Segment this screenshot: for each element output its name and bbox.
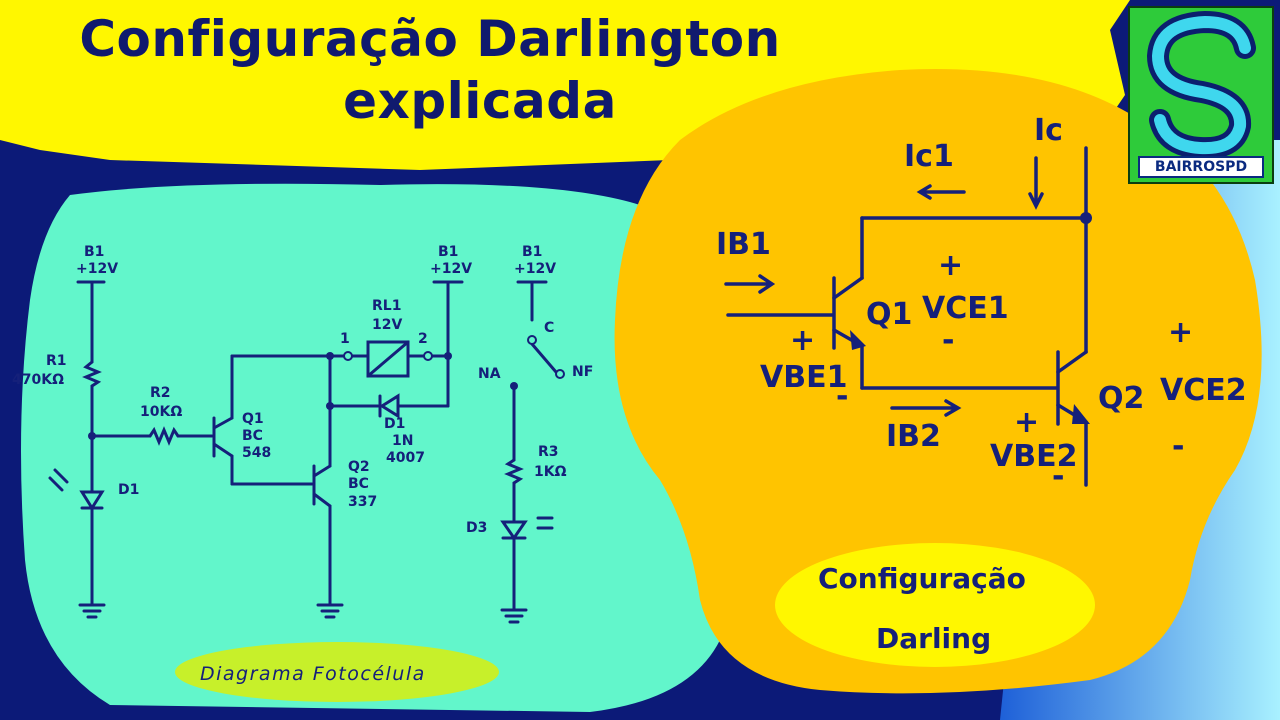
left-panel xyxy=(21,183,725,712)
title-line-1: Configuração Darlington xyxy=(79,10,781,68)
caption-darlington-line1: Configuração xyxy=(818,562,1026,595)
label-vbe1: VBE1 xyxy=(760,360,847,395)
label-vce2-plus: + xyxy=(1168,315,1193,350)
label-vce1-plus: + xyxy=(938,248,963,283)
left-caption-pill xyxy=(175,642,499,702)
ground-q2 xyxy=(316,603,344,619)
label-vbe2: VBE2 xyxy=(990,439,1077,474)
contact-na xyxy=(510,382,518,390)
label-d1-photodiode: D1 xyxy=(118,482,139,498)
label-vbe1-plus: + xyxy=(790,323,815,358)
relay-rl1 xyxy=(366,340,410,378)
collector-node xyxy=(1080,212,1092,224)
logo-text: BAIRROSPD xyxy=(1138,156,1264,178)
label-q2-type: BC xyxy=(348,476,369,492)
label-contact-na: NA xyxy=(478,366,501,382)
label-vbe2-minus: - xyxy=(1052,459,1064,494)
label-q2-number: 337 xyxy=(348,494,377,510)
label-v-mid: +12V xyxy=(430,261,472,277)
label-d3: D3 xyxy=(466,520,487,536)
q2-collector xyxy=(312,464,332,478)
arrow-ic xyxy=(1028,156,1044,210)
node-right-rail xyxy=(444,352,452,360)
title-line-2: explicada xyxy=(343,72,617,130)
label-b1-right: B1 xyxy=(522,244,542,260)
label-rl1-value: 12V xyxy=(372,317,402,333)
label-pin1: 1 xyxy=(340,331,350,347)
label-q1: Q1 xyxy=(866,297,912,332)
q2-emitter xyxy=(312,492,332,508)
arrow-ib2 xyxy=(890,399,962,417)
arrow-ib1 xyxy=(724,274,776,294)
label-d1: D1 xyxy=(384,416,405,432)
q2-collector-leg xyxy=(1056,350,1088,374)
switch-blade xyxy=(530,342,558,374)
label-r3: R3 xyxy=(538,444,559,460)
relay-pin2 xyxy=(423,351,433,361)
label-vbe2-plus: + xyxy=(1014,405,1039,440)
label-r1: R1 xyxy=(46,353,67,369)
label-r3-value: 1KΩ xyxy=(534,464,567,480)
label-r2-value: 10KΩ xyxy=(140,404,182,420)
label-contact-c: C xyxy=(544,320,554,336)
q2-emitter-arrow xyxy=(1072,404,1090,424)
resistor-r2 xyxy=(148,426,180,446)
contact-nf xyxy=(555,369,565,379)
label-rl1: RL1 xyxy=(372,298,401,314)
label-b1-mid: B1 xyxy=(438,244,458,260)
ground-right xyxy=(500,608,528,624)
label-vce1: VCE1 xyxy=(922,291,1009,326)
arrow-ic1 xyxy=(916,184,966,200)
resistor-r1 xyxy=(82,360,102,388)
ground-left xyxy=(78,603,106,619)
light-arrows-d1 xyxy=(48,468,69,492)
contact-c xyxy=(527,335,537,345)
label-ic1: Ic1 xyxy=(904,139,954,174)
label-vce1-minus: - xyxy=(942,323,954,358)
node-r1-r2 xyxy=(88,432,96,440)
label-v-right: +12V xyxy=(514,261,556,277)
right-panel xyxy=(614,69,1262,694)
bairrospd-logo: BAIRROSPD xyxy=(1128,6,1274,184)
led-arrows-d3 xyxy=(536,516,554,530)
label-q1-type: BC xyxy=(242,428,263,444)
node-d1 xyxy=(326,402,334,410)
caption-photocell: Diagrama Fotocélula xyxy=(200,663,426,685)
label-ic: Ic xyxy=(1034,113,1063,148)
q1-emitter-arrow xyxy=(850,330,866,350)
q1-collector xyxy=(212,416,234,430)
s-logo-icon xyxy=(1146,10,1256,160)
label-vce2-minus: - xyxy=(1172,429,1184,464)
label-r1-value: 470KΩ xyxy=(12,372,64,388)
relay-pin1 xyxy=(343,351,353,361)
label-vce2: VCE2 xyxy=(1160,373,1247,408)
label-d1-type: 1N xyxy=(392,433,413,449)
label-q1-number: 548 xyxy=(242,445,271,461)
label-q2: Q2 xyxy=(1098,381,1144,416)
caption-darlington-line2: Darling xyxy=(876,622,991,655)
label-vbe1-minus: - xyxy=(836,379,848,414)
label-v-left: +12V xyxy=(76,261,118,277)
right-caption-pill xyxy=(775,543,1095,667)
label-contact-nf: NF xyxy=(572,364,593,380)
label-d1-number: 4007 xyxy=(386,450,425,466)
relay-diagonal xyxy=(366,340,410,378)
label-ib2: IB2 xyxy=(886,419,941,454)
q1-collector-leg xyxy=(832,276,864,300)
label-ib1: IB1 xyxy=(716,227,771,262)
label-pin2: 2 xyxy=(418,331,428,347)
page-title: Configuração Darlington explicada xyxy=(0,8,860,132)
label-q1: Q1 xyxy=(242,411,264,427)
node-q2-top xyxy=(326,352,334,360)
q1-emitter xyxy=(212,442,234,458)
label-b1-left: B1 xyxy=(84,244,104,260)
resistor-r3 xyxy=(504,458,524,485)
label-r2: R2 xyxy=(150,385,171,401)
label-q2: Q2 xyxy=(348,459,370,475)
